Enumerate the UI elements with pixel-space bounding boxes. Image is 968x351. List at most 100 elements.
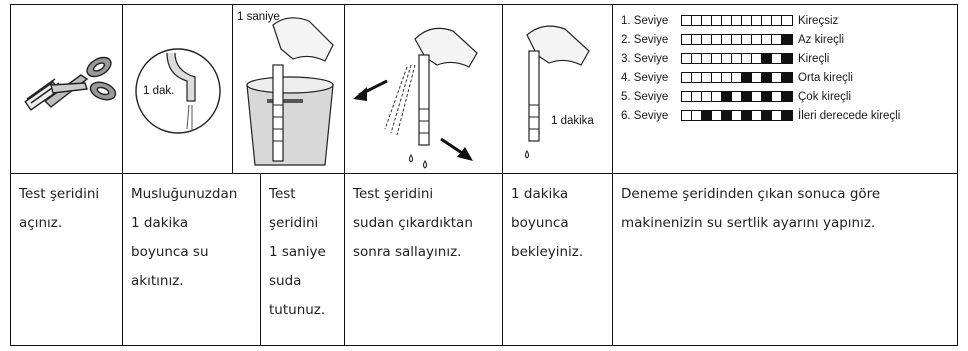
test-strip-swatch: [681, 15, 793, 26]
strip-segment: [772, 111, 782, 120]
strip-segment: [762, 111, 772, 120]
strip-segment: [742, 35, 752, 44]
scissors-illustration: [11, 5, 123, 173]
step-5-text: 1 dakika boyunca bekleyiniz.: [503, 174, 613, 345]
dip-illustration: 1 saniye: [233, 5, 345, 173]
strip-segment: [682, 16, 692, 25]
strip-segment: [782, 92, 792, 101]
strip-segment: [782, 16, 792, 25]
hardness-level-row: 2. Seviye Az kireçli: [621, 30, 900, 49]
strip-segment: [772, 92, 782, 101]
strip-segment: [742, 92, 752, 101]
strip-segment: [682, 35, 692, 44]
wait-illustration: 1 dakika: [503, 5, 613, 173]
level-name: 2. Seviye: [621, 33, 669, 46]
level-description: Kireçsiz: [798, 14, 839, 27]
strip-segment: [762, 73, 772, 82]
wait-time-label: 1 dakika: [551, 115, 594, 127]
strip-segment: [702, 73, 712, 82]
strip-segment: [692, 54, 702, 63]
strip-segment: [752, 73, 762, 82]
strip-segment: [782, 111, 792, 120]
level-name: 5. Seviye: [621, 90, 669, 103]
faucet-icon: [135, 48, 221, 134]
hardness-levels-legend: 1. Seviye Kireçsiz 2. Seviye Az kireçli 3. S…: [613, 5, 959, 173]
strip-segment: [732, 35, 742, 44]
step-4-text: Test şeridini sudan çıkardıktan sonra sa…: [345, 174, 503, 345]
level-name: 3. Seviye: [621, 52, 669, 65]
strip-segment: [692, 111, 702, 120]
shake-strip-icon: [353, 27, 478, 169]
strip-segment: [752, 54, 762, 63]
strip-segment: [692, 16, 702, 25]
strip-segment: [762, 54, 772, 63]
tap-time-label: 1 dak.: [143, 85, 175, 97]
strip-segment: [732, 54, 742, 63]
strip-segment: [782, 54, 792, 63]
step-2-text: Musluğunuzdan 1 dakika boyunca su akıtın…: [123, 174, 261, 345]
level-description: Orta kireçli: [798, 71, 853, 84]
scissors-icon: [24, 56, 117, 111]
hardness-level-row: 1. Seviye Kireçsiz: [621, 11, 900, 30]
level-name: 1. Seviye: [621, 14, 669, 27]
dip-time-label: 1 saniye: [237, 11, 280, 23]
tap-illustration: 1 dak.: [123, 5, 233, 173]
strip-segment: [782, 73, 792, 82]
strip-segment: [752, 35, 762, 44]
strip-segment: [722, 73, 732, 82]
strip-segment: [712, 73, 722, 82]
strip-segment: [682, 54, 692, 63]
strip-segment: [752, 16, 762, 25]
test-strip-swatch: [681, 110, 793, 121]
level-description: İleri derecede kireçli: [798, 109, 901, 122]
strip-segment: [682, 92, 692, 101]
strip-segment: [752, 111, 762, 120]
strip-segment: [772, 16, 782, 25]
strip-segment: [722, 111, 732, 120]
strip-segment: [702, 35, 712, 44]
strip-segment: [702, 16, 712, 25]
hardness-level-row: 3. Seviye Kireçli: [621, 49, 900, 68]
strip-segment: [772, 73, 782, 82]
step-1-text: Test şeridini açınız.: [11, 174, 123, 345]
strip-segment: [722, 35, 732, 44]
level-description: Az kireçli: [798, 33, 845, 46]
instruction-text-row: Test şeridini açınız. Musluğunuzdan 1 da…: [10, 174, 958, 346]
strip-segment: [712, 92, 722, 101]
step-3-text: Test şeridini 1 saniye suda tutunuz.: [261, 174, 345, 345]
strip-segment: [712, 111, 722, 120]
strip-segment: [722, 92, 732, 101]
strip-segment: [742, 73, 752, 82]
strip-segment: [742, 54, 752, 63]
strip-segment: [742, 111, 752, 120]
strip-segment: [732, 111, 742, 120]
strip-segment: [762, 16, 772, 25]
strip-segment: [752, 92, 762, 101]
shake-illustration: [345, 5, 503, 173]
strip-segment: [702, 92, 712, 101]
strip-segment: [772, 35, 782, 44]
strip-segment: [692, 73, 702, 82]
strip-segment: [782, 35, 792, 44]
level-description: Kireçli: [798, 52, 830, 65]
strip-segment: [722, 54, 732, 63]
hardness-level-row: 5. Seviye Çok kireçli: [621, 87, 900, 106]
strip-segment: [762, 92, 772, 101]
strip-segment: [712, 16, 722, 25]
strip-segment: [762, 35, 772, 44]
test-strip-swatch: [681, 72, 793, 83]
strip-segment: [702, 54, 712, 63]
dip-strip-icon: [246, 17, 334, 166]
strip-segment: [702, 111, 712, 120]
levels-list: 1. Seviye Kireçsiz 2. Seviye Az kireçli 3. S…: [621, 11, 900, 125]
strip-segment: [732, 92, 742, 101]
strip-segment: [712, 54, 722, 63]
strip-segment: [742, 16, 752, 25]
level-description: Çok kireçli: [798, 90, 852, 103]
test-strip-swatch: [681, 34, 793, 45]
strip-segment: [732, 73, 742, 82]
test-strip-swatch: [681, 91, 793, 102]
strip-segment: [692, 92, 702, 101]
